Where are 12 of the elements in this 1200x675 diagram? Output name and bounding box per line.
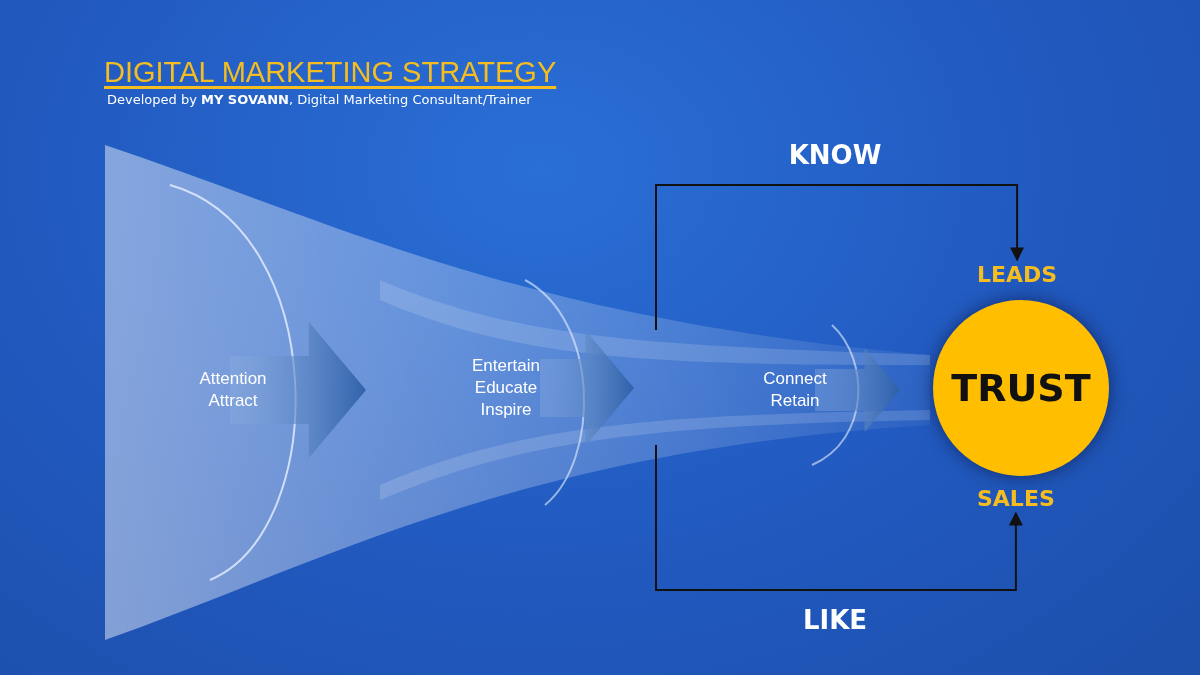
subtitle: Developed by MY SOVANN, Digital Marketing Consultant/Trainer	[107, 92, 532, 107]
edge-label: LIKE	[802, 605, 868, 635]
edge-label: KNOW	[788, 140, 882, 170]
stage-text: Entertain Educate Inspire	[470, 355, 541, 421]
stage-text: Connect Retain	[762, 368, 828, 412]
connector-arrow	[655, 444, 1023, 591]
outcome-label: SALES	[977, 486, 1055, 511]
outcome-label: LEADS	[977, 262, 1058, 287]
stage-text: Attention Attract	[198, 368, 268, 412]
title: DIGITAL MARKETING STRATEGY	[104, 56, 557, 89]
goal-circle: TRUST	[933, 300, 1109, 476]
connector-arrow	[655, 184, 1025, 331]
